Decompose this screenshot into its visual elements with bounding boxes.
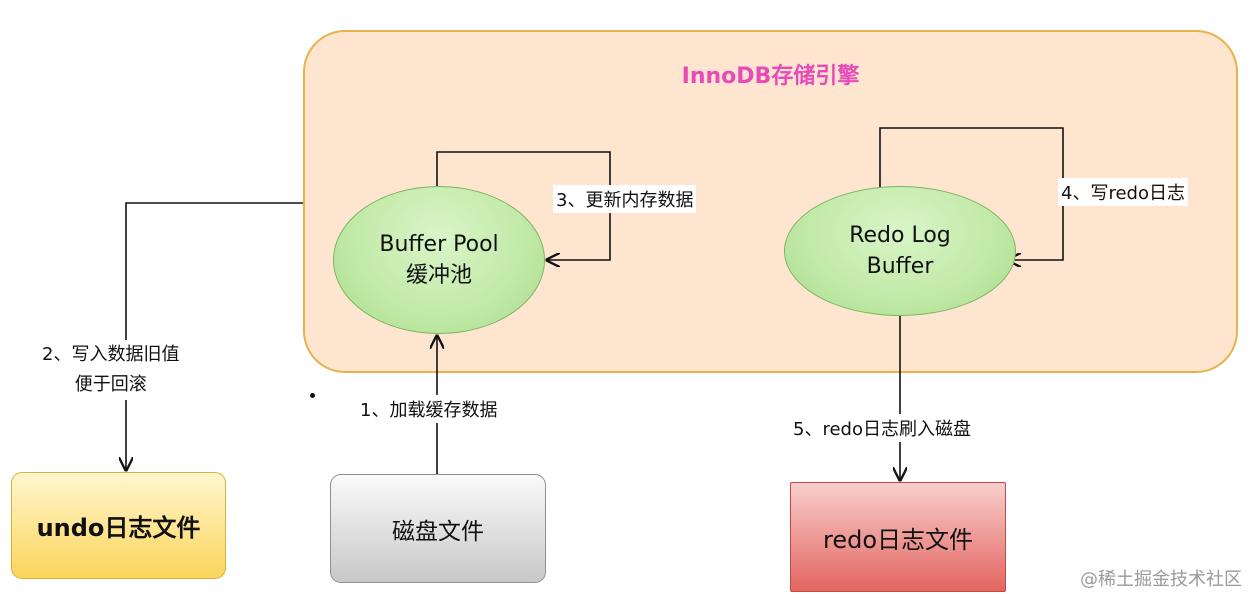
step5-label: 5、redo日志刷入磁盘 (790, 414, 974, 442)
redo-log-file-node: redo日志文件 (790, 482, 1006, 592)
buffer-pool-label-cn: 缓冲池 (405, 263, 472, 288)
buffer-pool-node: Buffer Pool 缓冲池 (333, 186, 545, 334)
step4-loop-arrow (879, 127, 1064, 260)
step1-label: 1、加载缓存数据 (357, 395, 501, 423)
undo-log-file-label: undo日志文件 (36, 514, 201, 542)
redo-log-buffer-node: Redo Log Buffer (784, 186, 1016, 316)
step2-label: 2、写入数据旧值 便于回滚 (40, 340, 182, 400)
stray-dot (310, 393, 315, 398)
buffer-pool-label-en: Buffer Pool (379, 232, 499, 257)
disk-file-label: 磁盘文件 (392, 518, 484, 545)
step3-label: 3、更新内存数据 (553, 185, 697, 213)
redo-log-file-label: redo日志文件 (822, 525, 974, 554)
redo-log-buffer-label-line1: Redo Log (849, 223, 951, 248)
undo-log-file-node: undo日志文件 (11, 472, 226, 579)
engine-title: InnoDB存储引擎 (681, 64, 860, 89)
redo-log-buffer-label-line2: Buffer (866, 254, 934, 279)
watermark: @稀土掘金技术社区 (1080, 569, 1242, 590)
step2-label-line2: 便于回滚 (74, 374, 147, 395)
step2-arrow (126, 202, 303, 470)
step4-label: 4、写redo日志 (1058, 178, 1188, 206)
step2-label-line1: 2、写入数据旧值 (42, 344, 180, 365)
disk-file-node: 磁盘文件 (330, 474, 546, 583)
step3-loop-arrow (436, 151, 611, 260)
